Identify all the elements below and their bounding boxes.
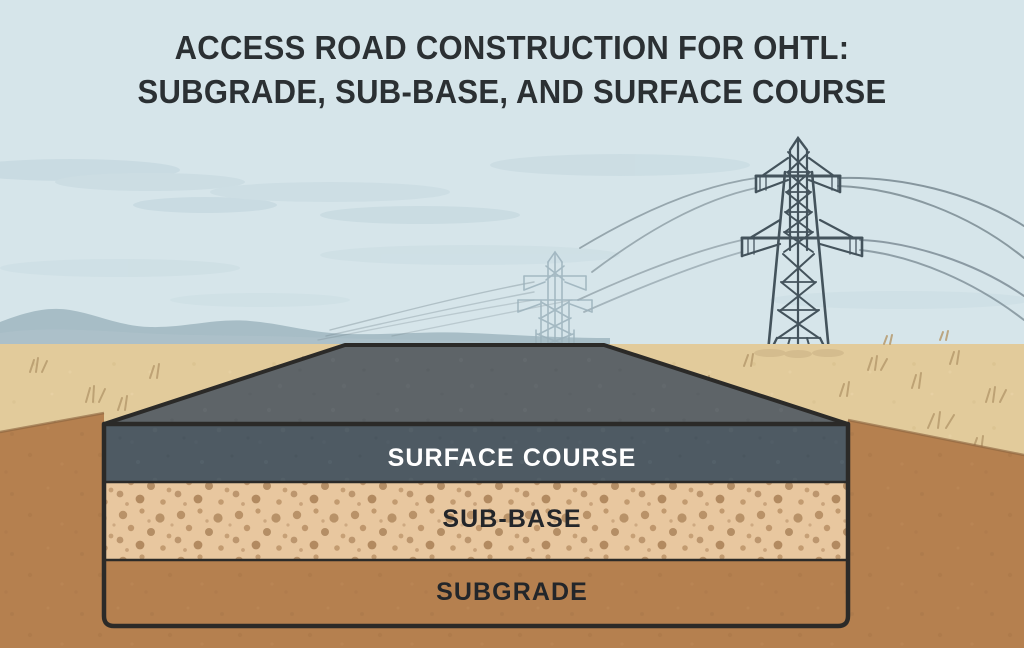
transmission-tower xyxy=(740,135,864,354)
overhead-conductors xyxy=(317,176,1024,341)
road-cross-section xyxy=(101,343,851,629)
sub-base-face xyxy=(104,482,848,560)
subgrade-face xyxy=(104,560,848,626)
distant-transmission-tower xyxy=(517,250,593,349)
surface-course-face xyxy=(104,424,848,482)
distant-hills xyxy=(0,308,610,346)
tower-base-shadows xyxy=(754,349,844,358)
excavated-soil-below xyxy=(104,626,848,648)
excavated-soil-right xyxy=(848,420,1024,648)
excavated-soil-left xyxy=(0,413,104,648)
cross-section-outline xyxy=(101,421,851,629)
clouds xyxy=(0,154,1024,309)
